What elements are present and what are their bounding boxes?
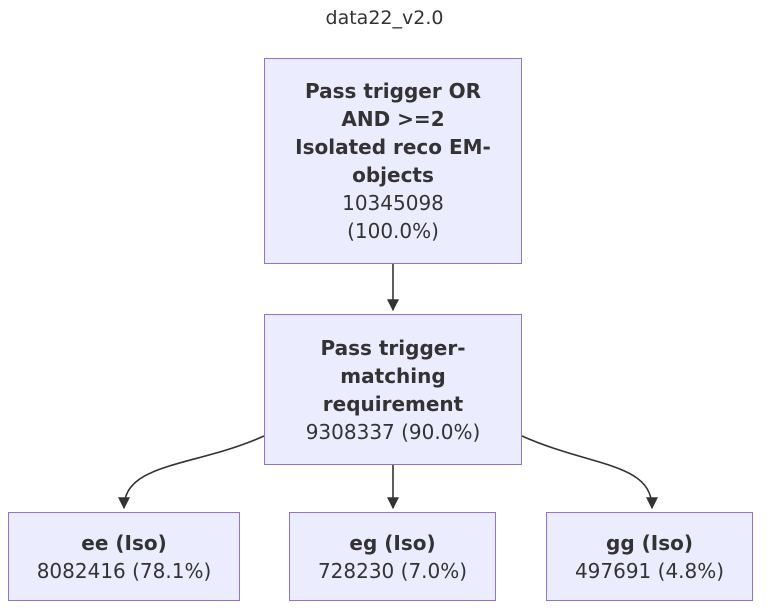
node-gg-iso: gg (Iso) 497691 (4.8%)	[546, 512, 753, 601]
node-stats: 8082416 (78.1%)	[36, 558, 212, 583]
node-trigger-matching: Pass trigger- matching requirement 93083…	[264, 314, 522, 465]
node-label: eg (Iso)	[349, 530, 436, 555]
node-label-line: Pass trigger OR	[304, 79, 482, 103]
node-label-line: Pass trigger-	[320, 335, 466, 360]
diagram-title: data22_v2.0	[325, 7, 444, 29]
node-label-line: AND >=2	[341, 107, 445, 131]
node-label-line: Isolated reco EM-	[295, 135, 491, 159]
edge-matching-to-gg	[521, 435, 658, 510]
node-root: Pass trigger OR AND >=2 Isolated reco EM…	[264, 58, 522, 264]
node-stats: 9308337 (90.0%)	[305, 419, 481, 444]
node-ee-iso: ee (Iso) 8082416 (78.1%)	[8, 512, 240, 601]
node-label-line: requirement	[322, 391, 464, 416]
node-percent: (100.0%)	[347, 219, 439, 243]
node-stats: 728230 (7.0%)	[317, 558, 468, 583]
edge-matching-to-ee	[118, 435, 265, 510]
node-label: gg (Iso)	[606, 530, 693, 555]
node-count: 10345098	[342, 191, 444, 215]
node-label: ee (Iso)	[81, 530, 167, 555]
node-eg-iso: eg (Iso) 728230 (7.0%)	[289, 512, 496, 601]
node-stats: 497691 (4.8%)	[574, 558, 725, 583]
node-label-line: objects	[352, 163, 434, 187]
node-label-line: matching	[340, 363, 446, 388]
